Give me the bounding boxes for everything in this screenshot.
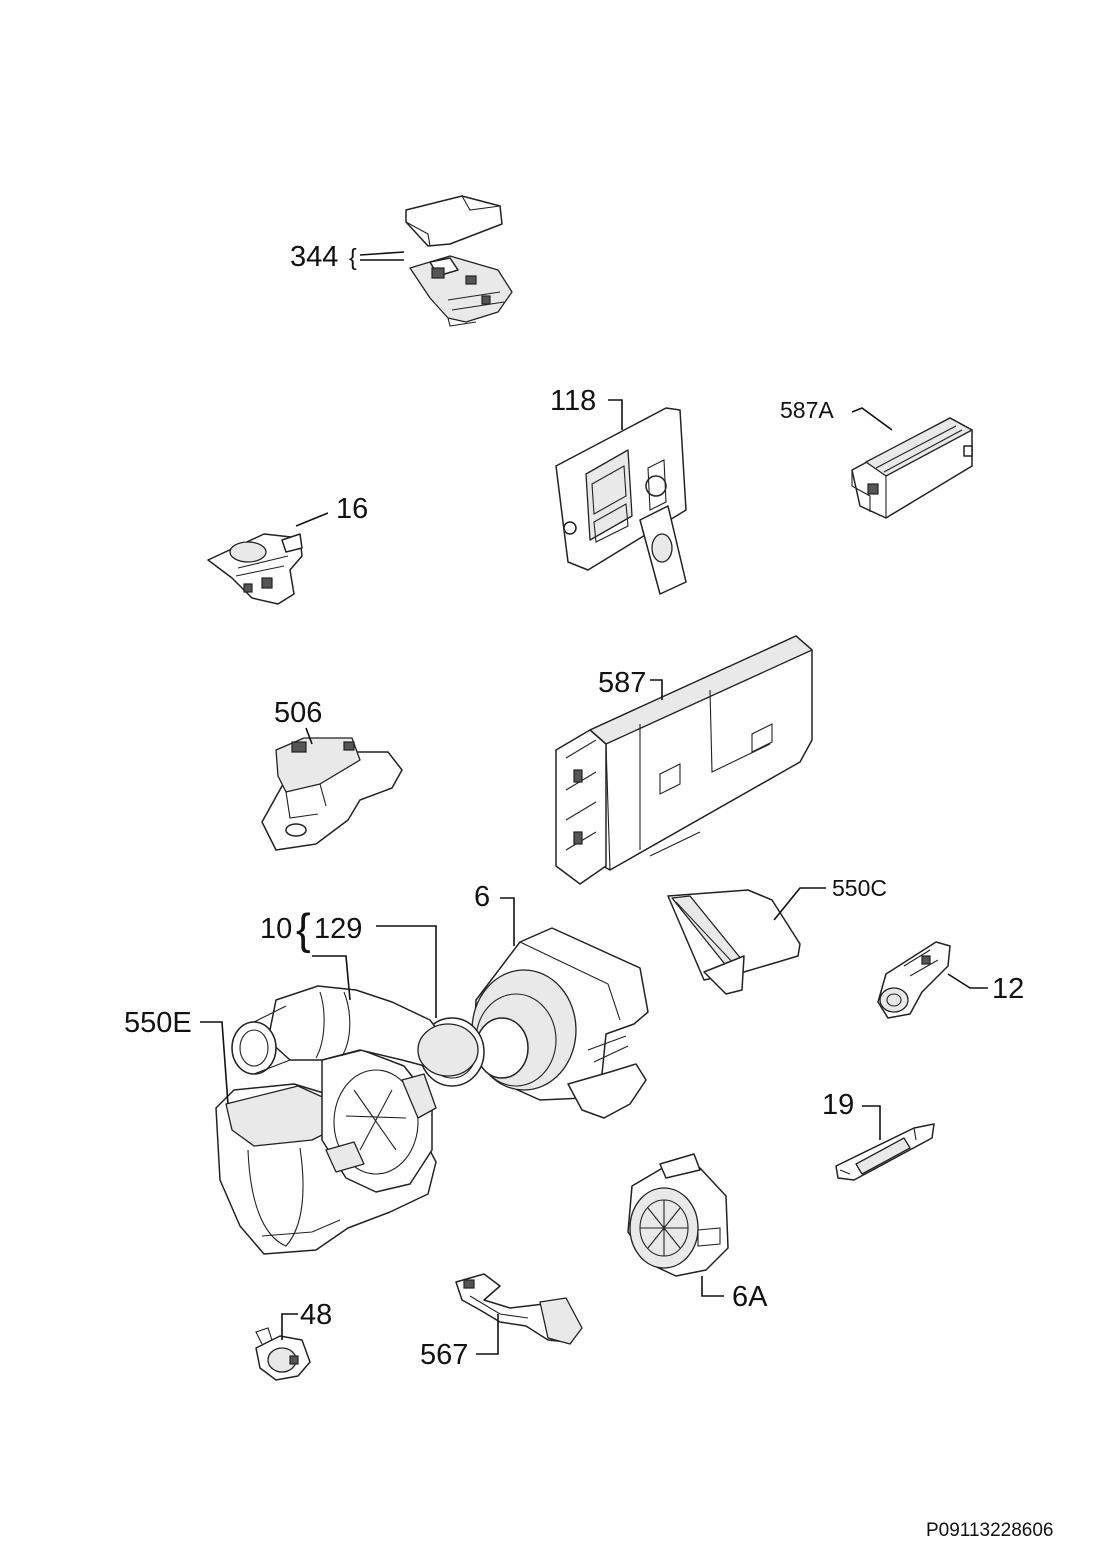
- label-567: 567: [420, 1314, 499, 1371]
- part-12-sensor[interactable]: [877, 941, 951, 1019]
- label-587A: 587A: [780, 397, 893, 431]
- label-16-text: 16: [336, 493, 368, 525]
- part-6A-drain-pump[interactable]: [627, 1153, 729, 1277]
- label-567-text: 567: [420, 1339, 468, 1371]
- label-10-text: 10: [260, 913, 292, 945]
- reference-code: P09113228606: [926, 1520, 1054, 1541]
- label-550C: 550C: [773, 875, 887, 921]
- part-344-switch-assembly[interactable]: [405, 195, 513, 327]
- label-344-text: 344: [290, 241, 338, 273]
- part-550C-cover[interactable]: [667, 889, 801, 995]
- part-118-control-panel[interactable]: [555, 407, 687, 595]
- label-118-text: 118: [550, 385, 596, 417]
- part-16-valve[interactable]: [207, 533, 303, 605]
- label-550C-text: 550C: [832, 875, 887, 901]
- part-567-harness[interactable]: [455, 1273, 583, 1345]
- label-550E: 550E: [124, 1007, 229, 1105]
- part-19-bracket[interactable]: [835, 1123, 935, 1181]
- label-129-text: 129: [314, 913, 362, 945]
- label-6A-text: 6A: [732, 1281, 768, 1313]
- part-550E-sump-housing[interactable]: [215, 1049, 437, 1255]
- bracket-10: {: [296, 905, 311, 954]
- label-16: 16: [295, 493, 368, 527]
- label-19-text: 19: [822, 1089, 854, 1121]
- label-6A: 6A: [701, 1276, 768, 1313]
- label-48-text: 48: [300, 1299, 332, 1331]
- part-506-door-lock[interactable]: [261, 737, 403, 851]
- part-6-circulation-pump[interactable]: [419, 927, 649, 1119]
- part-48-sensor[interactable]: [255, 1327, 311, 1381]
- label-10-group: 10 { 129: [260, 905, 437, 1018]
- label-587A-text: 587A: [780, 397, 834, 423]
- label-118: 118: [550, 385, 623, 430]
- label-19: 19: [822, 1089, 881, 1140]
- label-550E-text: 550E: [124, 1007, 192, 1039]
- label-12-text: 12: [992, 973, 1024, 1005]
- part-129-heater-hose[interactable]: [231, 985, 479, 1077]
- label-506: 506: [274, 697, 322, 745]
- part-587-electronic-module[interactable]: [555, 635, 813, 885]
- label-587-text: 587: [598, 667, 646, 699]
- label-506-text: 506: [274, 697, 322, 729]
- label-48: 48: [281, 1299, 332, 1340]
- label-6: 6: [474, 881, 515, 946]
- part-587A-control-module[interactable]: [851, 417, 973, 519]
- label-12: 12: [947, 973, 1024, 1005]
- bracket-344: {: [349, 244, 357, 270]
- label-587: 587: [598, 667, 663, 700]
- label-6-text: 6: [474, 881, 490, 913]
- label-344: 344 {: [290, 241, 405, 273]
